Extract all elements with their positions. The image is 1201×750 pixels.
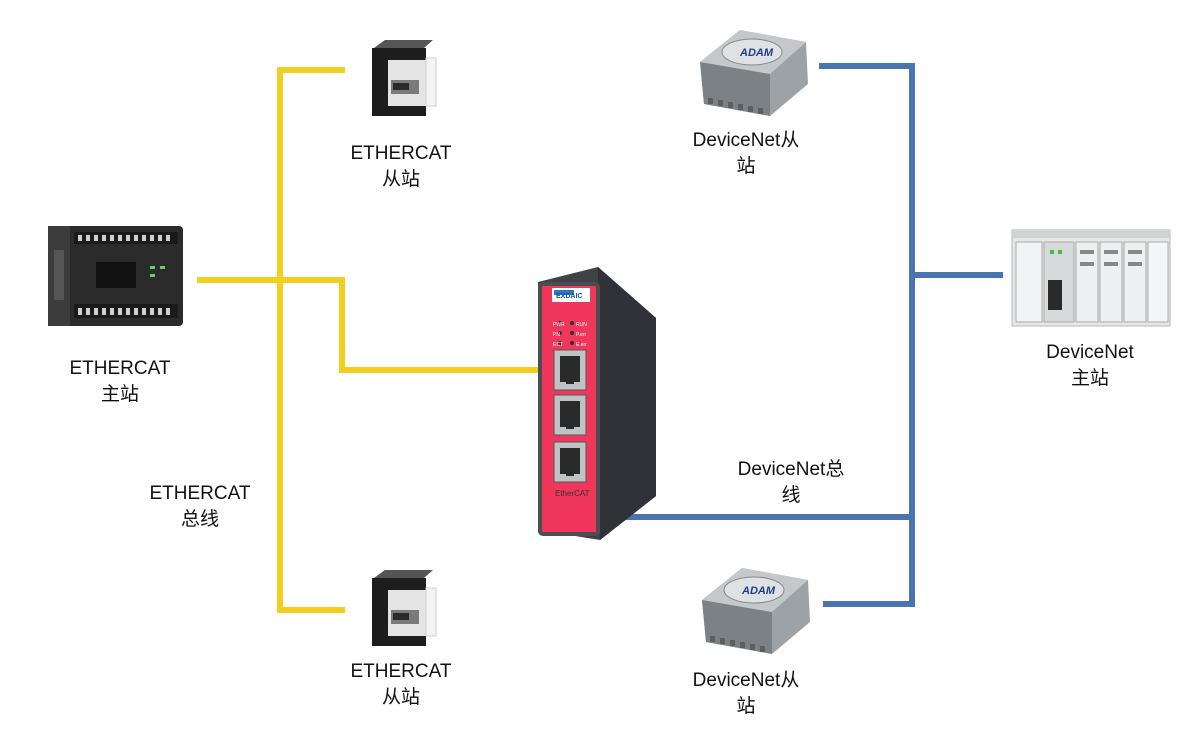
devicenet-slave-top-adam-icon: ADAM [700, 30, 808, 116]
adam-top-brand: ADAM [739, 47, 774, 59]
ethercat-master-label: ETHERCAT 主站 [70, 356, 171, 408]
ethercat-slave-bottom-label-line2: 从站 [381, 687, 421, 708]
devicenet-bus-trunk [819, 63, 915, 607]
ethernet-port-3-icon [553, 441, 587, 483]
ethercat-bus-trunk [277, 67, 345, 613]
ethercat-master-label-line2: 主站 [100, 384, 140, 405]
devicenet-master-label: DeviceNet 主站 [1046, 340, 1134, 392]
devicenet-slave-bottom-adam-icon: ADAM [702, 568, 810, 654]
devicenet-bus-label-line1: DeviceNet总 [737, 459, 845, 480]
gateway-model-text: EtherCAT [555, 489, 590, 498]
ethercat-bus-to-gateway [197, 277, 543, 373]
devicenet-slave-bottom-label-line2: 站 [736, 696, 756, 717]
ethernet-port-2-icon [553, 394, 587, 436]
ethercat-slave-bottom-label: ETHERCAT 从站 [351, 659, 452, 711]
devicenet-slave-top-label: DeviceNet从 站 [693, 128, 800, 180]
gateway-led-run: RUN [576, 322, 587, 328]
ethercat-bus-label-line1: ETHERCAT [149, 483, 251, 504]
ethercat-slave-bottom-drive-icon [372, 570, 437, 646]
ethernet-port-1-icon [553, 349, 587, 391]
devicenet-master-label-line2: 主站 [1070, 368, 1109, 389]
devicenet-bus-lines [617, 63, 1003, 607]
devicenet-master-label-line1: DeviceNet [1046, 342, 1134, 363]
gateway-brand: EXDAIC [556, 293, 582, 300]
ethercat-master-plc-icon [48, 226, 183, 326]
devicenet-bus-label-line2: 线 [781, 485, 801, 506]
devicenet-slave-bottom-label-line1: DeviceNet从 [692, 670, 800, 691]
devicenet-slave-bottom-label: DeviceNet从 站 [693, 668, 800, 720]
ethercat-slave-top-label-line1: ETHERCAT [350, 143, 452, 164]
gateway-led-eerr: E.err [576, 342, 587, 348]
gateway-device-icon: EXDAIC PWR PN ECT RUN P.err E.err EtherC… [538, 267, 656, 540]
devicenet-master-plc-rack-icon [1011, 229, 1171, 327]
gateway-led-pn: PN [553, 332, 560, 338]
ethercat-bus-label: ETHERCAT 总线 [150, 481, 251, 533]
ethercat-bus-lines [197, 67, 543, 613]
gateway-led-pwr: PWR [553, 322, 565, 328]
gateway-led-perr: P.err [576, 332, 587, 338]
ethercat-master-label-line1: ETHERCAT [69, 358, 171, 379]
ethercat-slave-top-drive-icon [372, 40, 437, 116]
devicenet-slave-top-label-line2: 站 [736, 156, 756, 177]
ethercat-bus-label-line2: 总线 [180, 509, 220, 530]
ethercat-slave-top-label-line2: 从站 [381, 169, 421, 190]
devicenet-slave-top-label-line1: DeviceNet从 [692, 130, 800, 151]
gateway-led-ect: ECT [553, 342, 563, 348]
adam-bottom-brand: ADAM [741, 585, 776, 597]
ethercat-slave-top-label: ETHERCAT 从站 [351, 141, 452, 193]
ethercat-slave-bottom-label-line1: ETHERCAT [350, 661, 452, 682]
devicenet-bus-label: DeviceNet总 线 [738, 457, 845, 509]
